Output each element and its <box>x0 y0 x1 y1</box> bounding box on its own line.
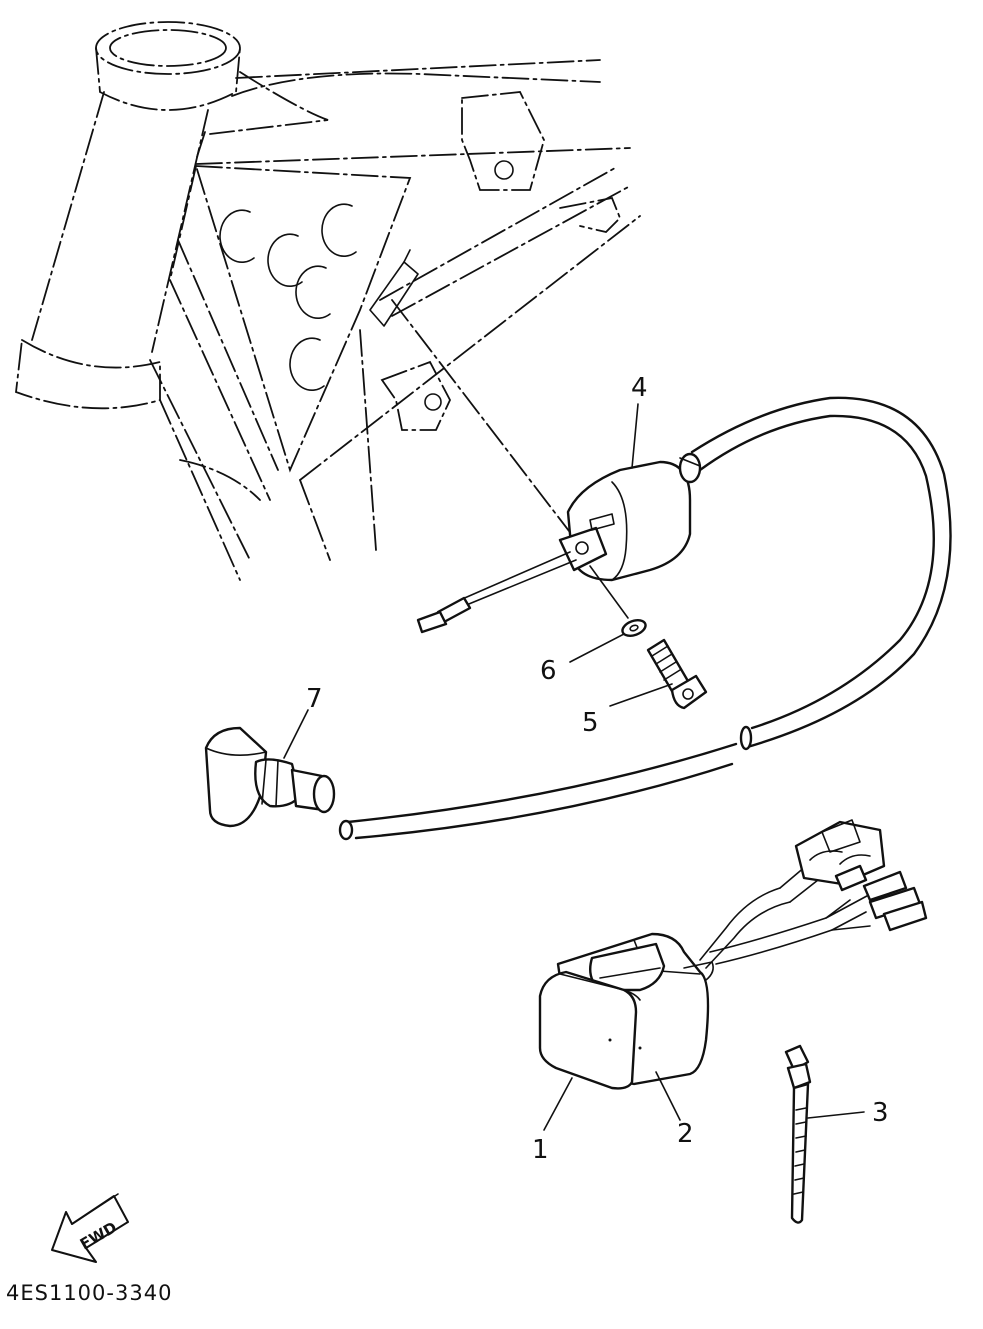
forward-direction-arrow: FWD <box>51 1193 129 1263</box>
cdi-unit <box>538 819 928 1090</box>
frame-outline <box>15 21 641 581</box>
callout-leaders <box>283 403 865 1131</box>
callout-4: 4 <box>631 373 648 403</box>
callout-3: 3 <box>872 1098 889 1128</box>
callout-2: 2 <box>677 1119 694 1149</box>
ignition-coil <box>338 396 952 841</box>
callout-5: 5 <box>582 708 599 738</box>
cable-tie <box>784 1044 812 1224</box>
washer <box>589 565 647 637</box>
callout-6: 6 <box>540 656 557 686</box>
mounting-leader-line <box>391 299 583 549</box>
callout-1: 1 <box>532 1135 549 1165</box>
bolt <box>646 638 708 710</box>
spark-plug-cap <box>204 726 336 828</box>
callout-7: 7 <box>306 684 323 714</box>
drawing-code: 4ES1100-3340 <box>6 1281 172 1305</box>
